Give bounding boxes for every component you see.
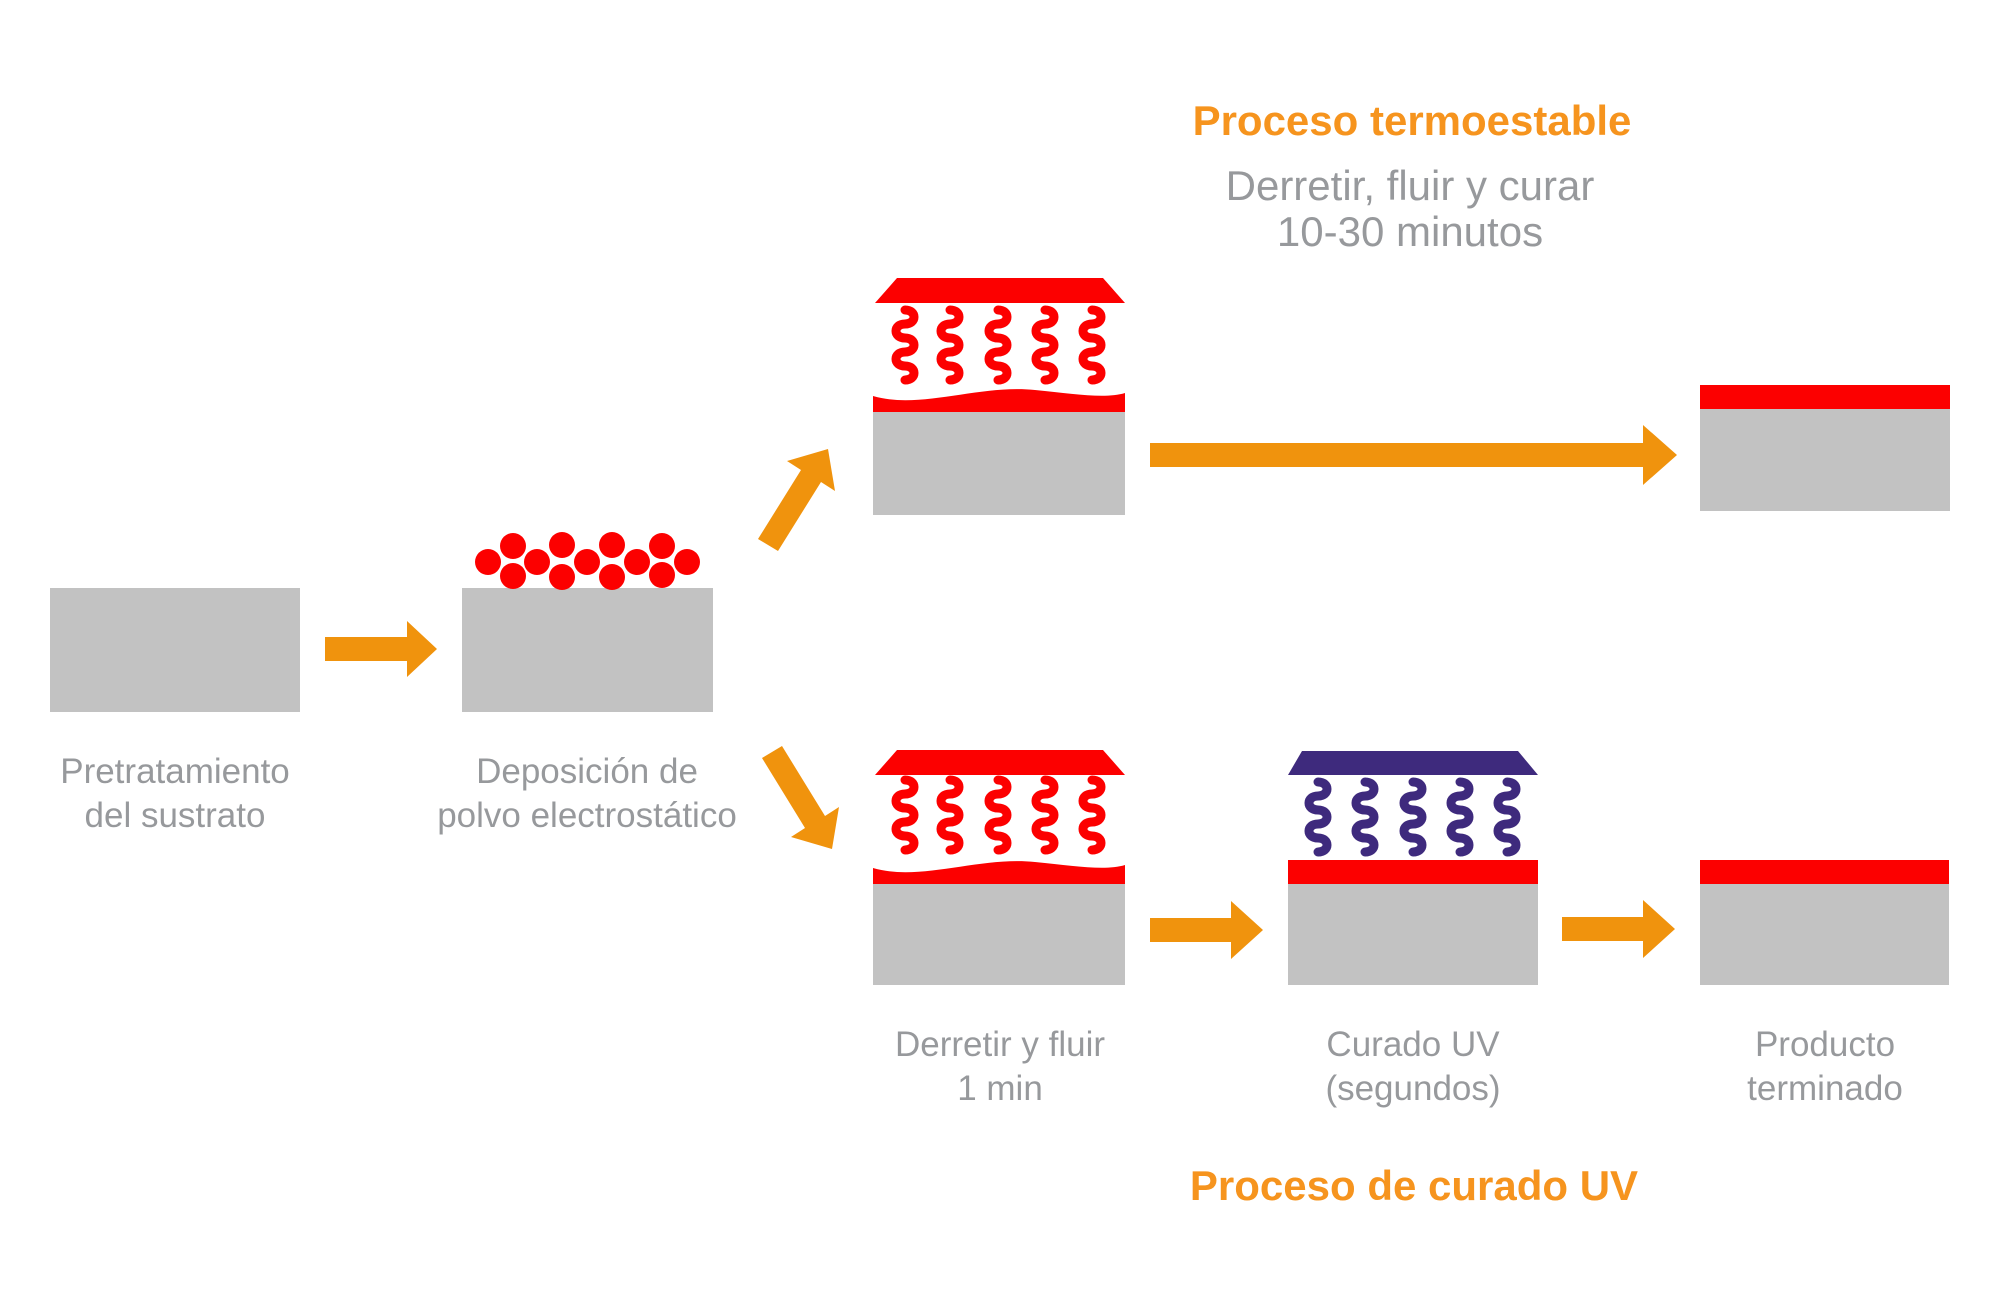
label-deposition-line1: Deposición de (476, 752, 698, 791)
product-thermoset-shape (1700, 385, 1950, 511)
melt-flow-top-shape (873, 278, 1125, 515)
cured-coating (1700, 385, 1950, 409)
label-deposition: Deposición de polvo electrostático (377, 750, 797, 838)
powder-dots (475, 532, 700, 590)
polymer-coils (896, 310, 1101, 380)
cured-coating (1288, 860, 1538, 884)
deposition-shape (462, 532, 713, 712)
substrate-block (50, 588, 300, 712)
label-melt: Derretir y fluir 1 min (790, 1023, 1210, 1111)
arrow-melt-to-uv-icon (1150, 901, 1263, 959)
cured-coating (1700, 860, 1949, 884)
substrate-block (1700, 409, 1950, 511)
substrate-block (873, 412, 1125, 515)
polymer-coils (896, 780, 1101, 850)
uv-rays (1309, 782, 1516, 852)
thermoset-process-subtitle: Derretir, fluir y curar 10-30 minutos (1060, 163, 1760, 255)
label-uv-cure-line2: (segundos) (1325, 1069, 1501, 1108)
arrow-thermoset-icon (1150, 425, 1677, 485)
uv-process-heading: Proceso de curado UV (1189, 1162, 1639, 1209)
label-pretreatment-line2: del sustrato (84, 796, 266, 835)
label-deposition-line2: polvo electrostático (437, 796, 737, 835)
arrow-uv-to-product-icon (1562, 900, 1675, 958)
label-finished-product: Producto terminado (1615, 1023, 2000, 1111)
thermoset-process-heading: Proceso termoestable (1192, 97, 1632, 144)
uv-cure-shape (1288, 751, 1538, 985)
substrate-block (1700, 884, 1949, 985)
label-finished-product-line2: terminado (1747, 1069, 1903, 1108)
heater-plate (875, 750, 1125, 775)
thermoset-subtitle-line2: 10-30 minutos (1276, 208, 1544, 255)
label-finished-product-line1: Producto (1754, 1025, 1896, 1064)
melted-coating (873, 389, 1125, 414)
uv-lamp (1288, 751, 1538, 775)
substrate-block (1288, 884, 1538, 985)
heater-plate (875, 278, 1125, 303)
label-pretreatment-line1: Pretratamiento (60, 752, 290, 791)
arrow-branch-up-icon (758, 449, 835, 551)
arrow-step1-icon (325, 621, 437, 677)
substrate-block (873, 884, 1125, 985)
substrate-pretreated-shape (50, 588, 300, 712)
label-melt-line2: 1 min (957, 1069, 1043, 1108)
label-melt-line1: Derretir y fluir (894, 1025, 1106, 1064)
arrow-branch-down-icon (762, 746, 839, 849)
label-uv-cure-line1: Curado UV (1326, 1025, 1500, 1064)
label-pretreatment: Pretratamiento del sustrato (0, 750, 350, 838)
label-uv-cure: Curado UV (segundos) (1203, 1023, 1623, 1111)
product-uv-shape (1700, 860, 1949, 985)
melt-flow-bottom-shape (873, 750, 1125, 985)
melted-coating (873, 861, 1125, 886)
thermoset-subtitle-line1: Derretir, fluir y curar (1225, 162, 1595, 209)
substrate-block (462, 588, 713, 712)
